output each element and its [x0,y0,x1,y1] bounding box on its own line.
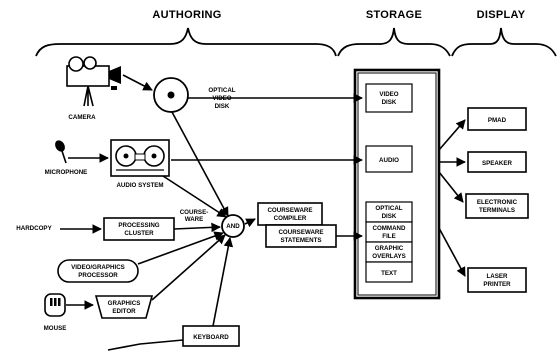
display-laser-printer-box [468,268,526,292]
video-graphics-processor-label-2: PROCESSOR [78,272,118,279]
courseware-statements-label-2: STATEMENTS [280,237,321,244]
display-electronic-terminals-box [466,194,528,218]
storage-video-disk-box [366,84,412,112]
header-authoring: AUTHORING [152,9,221,21]
hardcopy-label: HARDCOPY [16,225,52,232]
courseware-label-1: COURSE- [180,209,209,216]
courseware-statements-label-1: COURSEWARE [278,229,323,236]
keyboard-cable [108,340,183,350]
camera-icon [67,57,121,106]
processing-cluster-label-2: CLUSTER [124,230,154,237]
audio-system-icon [111,140,169,176]
optical-video-disk-label-1: OPTICAL [208,87,235,94]
storage-optical-disk-label-1: OPTICAL [375,205,402,212]
processing-cluster-label-1: PROCESSING [118,222,159,229]
storage-optical-disk-label-2: DISK [382,213,397,220]
header-display: DISPLAY [477,9,526,21]
storage-video-disk-label-2: DISK [382,99,397,106]
display-electronic-terminals-label-2: TERMINALS [479,207,515,214]
audio-system-label: AUDIO SYSTEM [116,182,163,189]
microphone-icon [53,139,67,163]
authoring-brace [36,28,336,56]
optical-video-disk-label-3: DISK [215,103,230,110]
display-laser-printer-label-1: LASER [487,273,509,280]
video-graphics-processor-label-1: VIDEO/GRAPHICS [71,264,125,271]
mouse-label: MOUSE [44,325,67,332]
storage-video-disk-label-1: VIDEO [379,91,398,98]
keyboard-label: KEYBOARD [193,334,229,341]
storage-text-label: TEXT [381,270,397,277]
and-gate-label: AND [226,223,240,230]
graphics-editor-label-1: GRAPHICS [108,300,141,307]
graphics-editor-label-2: EDITOR [112,308,136,315]
courseware-compiler-label-2: COMPILER [274,215,307,222]
courseware-label-2: WARE [185,216,204,223]
display-electronic-terminals-label-1: ELECTRONIC [477,199,518,206]
camera-label: CAMERA [68,114,96,121]
storage-audio-label: AUDIO [379,157,399,164]
storage-brace [338,28,450,56]
mouse-icon [45,294,65,316]
storage-command-file-label-1: COMMAND [373,225,407,232]
storage-graphic-overlays-label-2: OVERLAYS [372,253,405,260]
storage-command-file-label-2: FILE [382,233,395,240]
display-speaker-label: SPEAKER [482,160,512,167]
storage-graphic-overlays-label-1: GRAPHIC [375,245,404,252]
display-laser-printer-label-2: PRINTER [483,281,511,288]
header-storage: STORAGE [366,9,422,21]
microphone-label: MICROPHONE [45,169,88,176]
display-brace [452,28,556,56]
disk-hub-icon [168,92,175,99]
display-pmad-label: PMAD [488,117,507,124]
courseware-compiler-label-1: COURSEWARE [267,207,312,214]
